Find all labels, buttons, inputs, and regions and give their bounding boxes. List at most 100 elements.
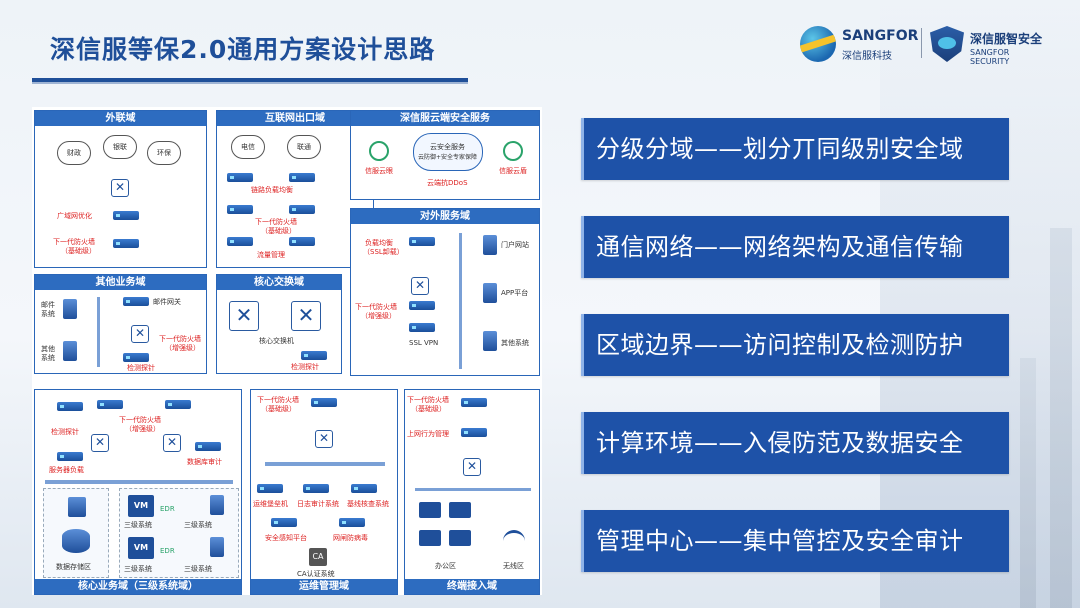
behavior-label: 上网行为管理 [407,430,449,438]
baseline-device [351,484,377,493]
sangfor-name: SANGFOR [842,28,919,44]
sangfor-logo: SANGFOR 深信服科技 [800,24,918,64]
office-label: 办公区 [435,562,456,570]
antivirus-device [339,518,365,527]
building-silhouette [1020,358,1036,608]
sec-platform-device [271,518,297,527]
ca-icon: CA [309,548,327,566]
network-topology-diagram: 外联域 财政 银联 环保 ✕ 广域网优化 下一代防火墙 （基础级） 互联网出口域… [32,107,542,595]
cloud-label: 银联 [113,143,127,151]
vm-icon: VM [128,537,154,559]
zone-terminal: 终端接入域 下一代防火墙 （基础级） 上网行为管理 ✕ 办公区 无线区 [404,389,540,595]
ngfw-level-label: （基础级） [261,405,296,413]
cloud-label: 联通 [297,143,311,151]
cloud-icon: 银联 [103,135,137,159]
pc-icon [419,530,441,546]
zone-core-switch: 核心交换域 ✕ ✕ 核心交换机 检测探针 [216,274,342,374]
firewall-device [227,205,253,214]
other-sys-label: 系统 [41,354,55,362]
antivirus-label: 网闸防病毒 [333,534,368,542]
mail-gateway-device [123,297,149,306]
zone-ops: 运维管理域 下一代防火墙 （基础级） ✕ 运维堡垒机 日志审计系统 基线核查系统… [250,389,398,595]
load-balancer-device [409,237,435,246]
sangfor-globe-icon [800,26,836,62]
db-audit-device [195,442,221,451]
pc-icon [449,502,471,518]
mail-label: 邮件 [41,301,55,309]
terminal-bus [415,488,531,491]
level3-label: 三级系统 [124,565,152,573]
ngfw-label: 下一代防火墙 [159,335,201,343]
lb-label: 负载均衡 [365,239,393,247]
title-underline-light [32,82,468,84]
zone-title: 终端接入域 [405,579,539,594]
server-icon [483,235,497,255]
behavior-mgmt-device [461,428,487,437]
principle-card-computing: 计算环境——入侵防范及数据安全 [581,412,1009,474]
principle-card-boundary: 区域边界——访问控制及检测防护 [581,314,1009,376]
server-lb-device [57,452,83,461]
zone-cloud-service: 深信服云端安全服务 云安全服务 云防御+安全专家保障 信服云眼 信服云盾 云端抗… [350,110,540,200]
server-icon [483,331,497,351]
log-audit-device [303,484,329,493]
firewall-device [409,301,435,310]
wan-opt-label: 广域网优化 [57,212,92,220]
core-switch-icon: ✕ [229,301,259,331]
traffic-label: 流量管理 [257,251,285,259]
ngfw-label: 下一代防火墙 [119,416,161,424]
vm-icon: VM [128,495,154,517]
other-label: 其他 [41,345,55,353]
principle-card-network: 通信网络——网络架构及通信传输 [581,216,1009,278]
service-bus [459,233,462,369]
core-switch-icon: ✕ [291,301,321,331]
zone-title: 核心业务域（三级系统域） [35,579,241,594]
firewall-device [165,400,191,409]
baseline-label: 基线核查系统 [347,500,389,508]
ngfw-label: 下一代防火墙 [407,396,449,404]
ngfw-level-label: （基础级） [261,227,296,235]
lb-sub-label: （SSL卸载） [363,248,404,256]
city-background [880,0,1080,608]
level3-label: 三级系统 [184,565,212,573]
zone-core-business: 核心业务域（三级系统域） 检测探针 下一代防火墙 （增强级） ✕ ✕ 服务器负载… [34,389,242,595]
other-server-icon [63,341,77,361]
sangfor-security-logo: 深信服智安全 SANGFOR SECURITY [930,24,1050,66]
ngfw-label: 下一代防火墙 [355,303,397,311]
ca-label: CA认证系统 [297,570,335,578]
ngfw-label: 下一代防火墙 [53,238,95,246]
ngfw-level-label: （增强级） [165,344,200,352]
ca-icon-label: CA [312,552,324,561]
title-underline [32,78,468,82]
portal-label: 门户网站 [501,241,529,249]
level3-label: 三级系统 [124,521,152,529]
log-audit-label: 日志审计系统 [297,500,339,508]
cloud-center-label: 云安全服务 [430,143,465,151]
logo-divider [921,28,922,58]
probe-device [301,351,327,360]
sangfor-cn: 深信服科技 [842,51,892,62]
principle-card-management: 管理中心——集中管控及安全审计 [581,510,1009,572]
probe-label: 检测探针 [291,363,319,371]
ngfw-label: 下一代防火墙 [257,396,299,404]
switch-icon: ✕ [163,434,181,452]
ngfw-level-label: （增强级） [125,425,160,433]
switch-icon: ✕ [91,434,109,452]
page-title: 深信服等保2.0通用方案设计思路 [50,35,436,64]
zone-title: 运维管理域 [251,579,397,594]
pc-icon [419,502,441,518]
security-en: SANGFOR SECURITY [970,48,1010,66]
load-balancer-device [227,173,253,182]
zone-external: 外联域 财政 银联 环保 ✕ 广域网优化 下一代防火墙 （基础级） [34,110,207,268]
cloud-label: 环保 [157,149,171,157]
cloud-center-sub: 云防御+安全专家保障 [418,154,478,161]
traffic-mgmt-device [289,237,315,246]
switch-icon: ✕ [411,277,429,295]
vpn-label: SSL VPN [409,339,439,347]
zone-other-business: 其他业务域 邮件 系统 其他 系统 邮件网关 ✕ 下一代防火墙 （增强级） 检测… [34,274,207,374]
zone-title: 对外服务域 [351,209,539,224]
shield-icon [930,26,964,62]
zone-title: 深信服云端安全服务 [351,111,539,126]
cloud-label: 电信 [241,143,255,151]
security-cn: 深信服智安全 [970,32,1043,46]
edr-label: EDR [160,547,175,555]
